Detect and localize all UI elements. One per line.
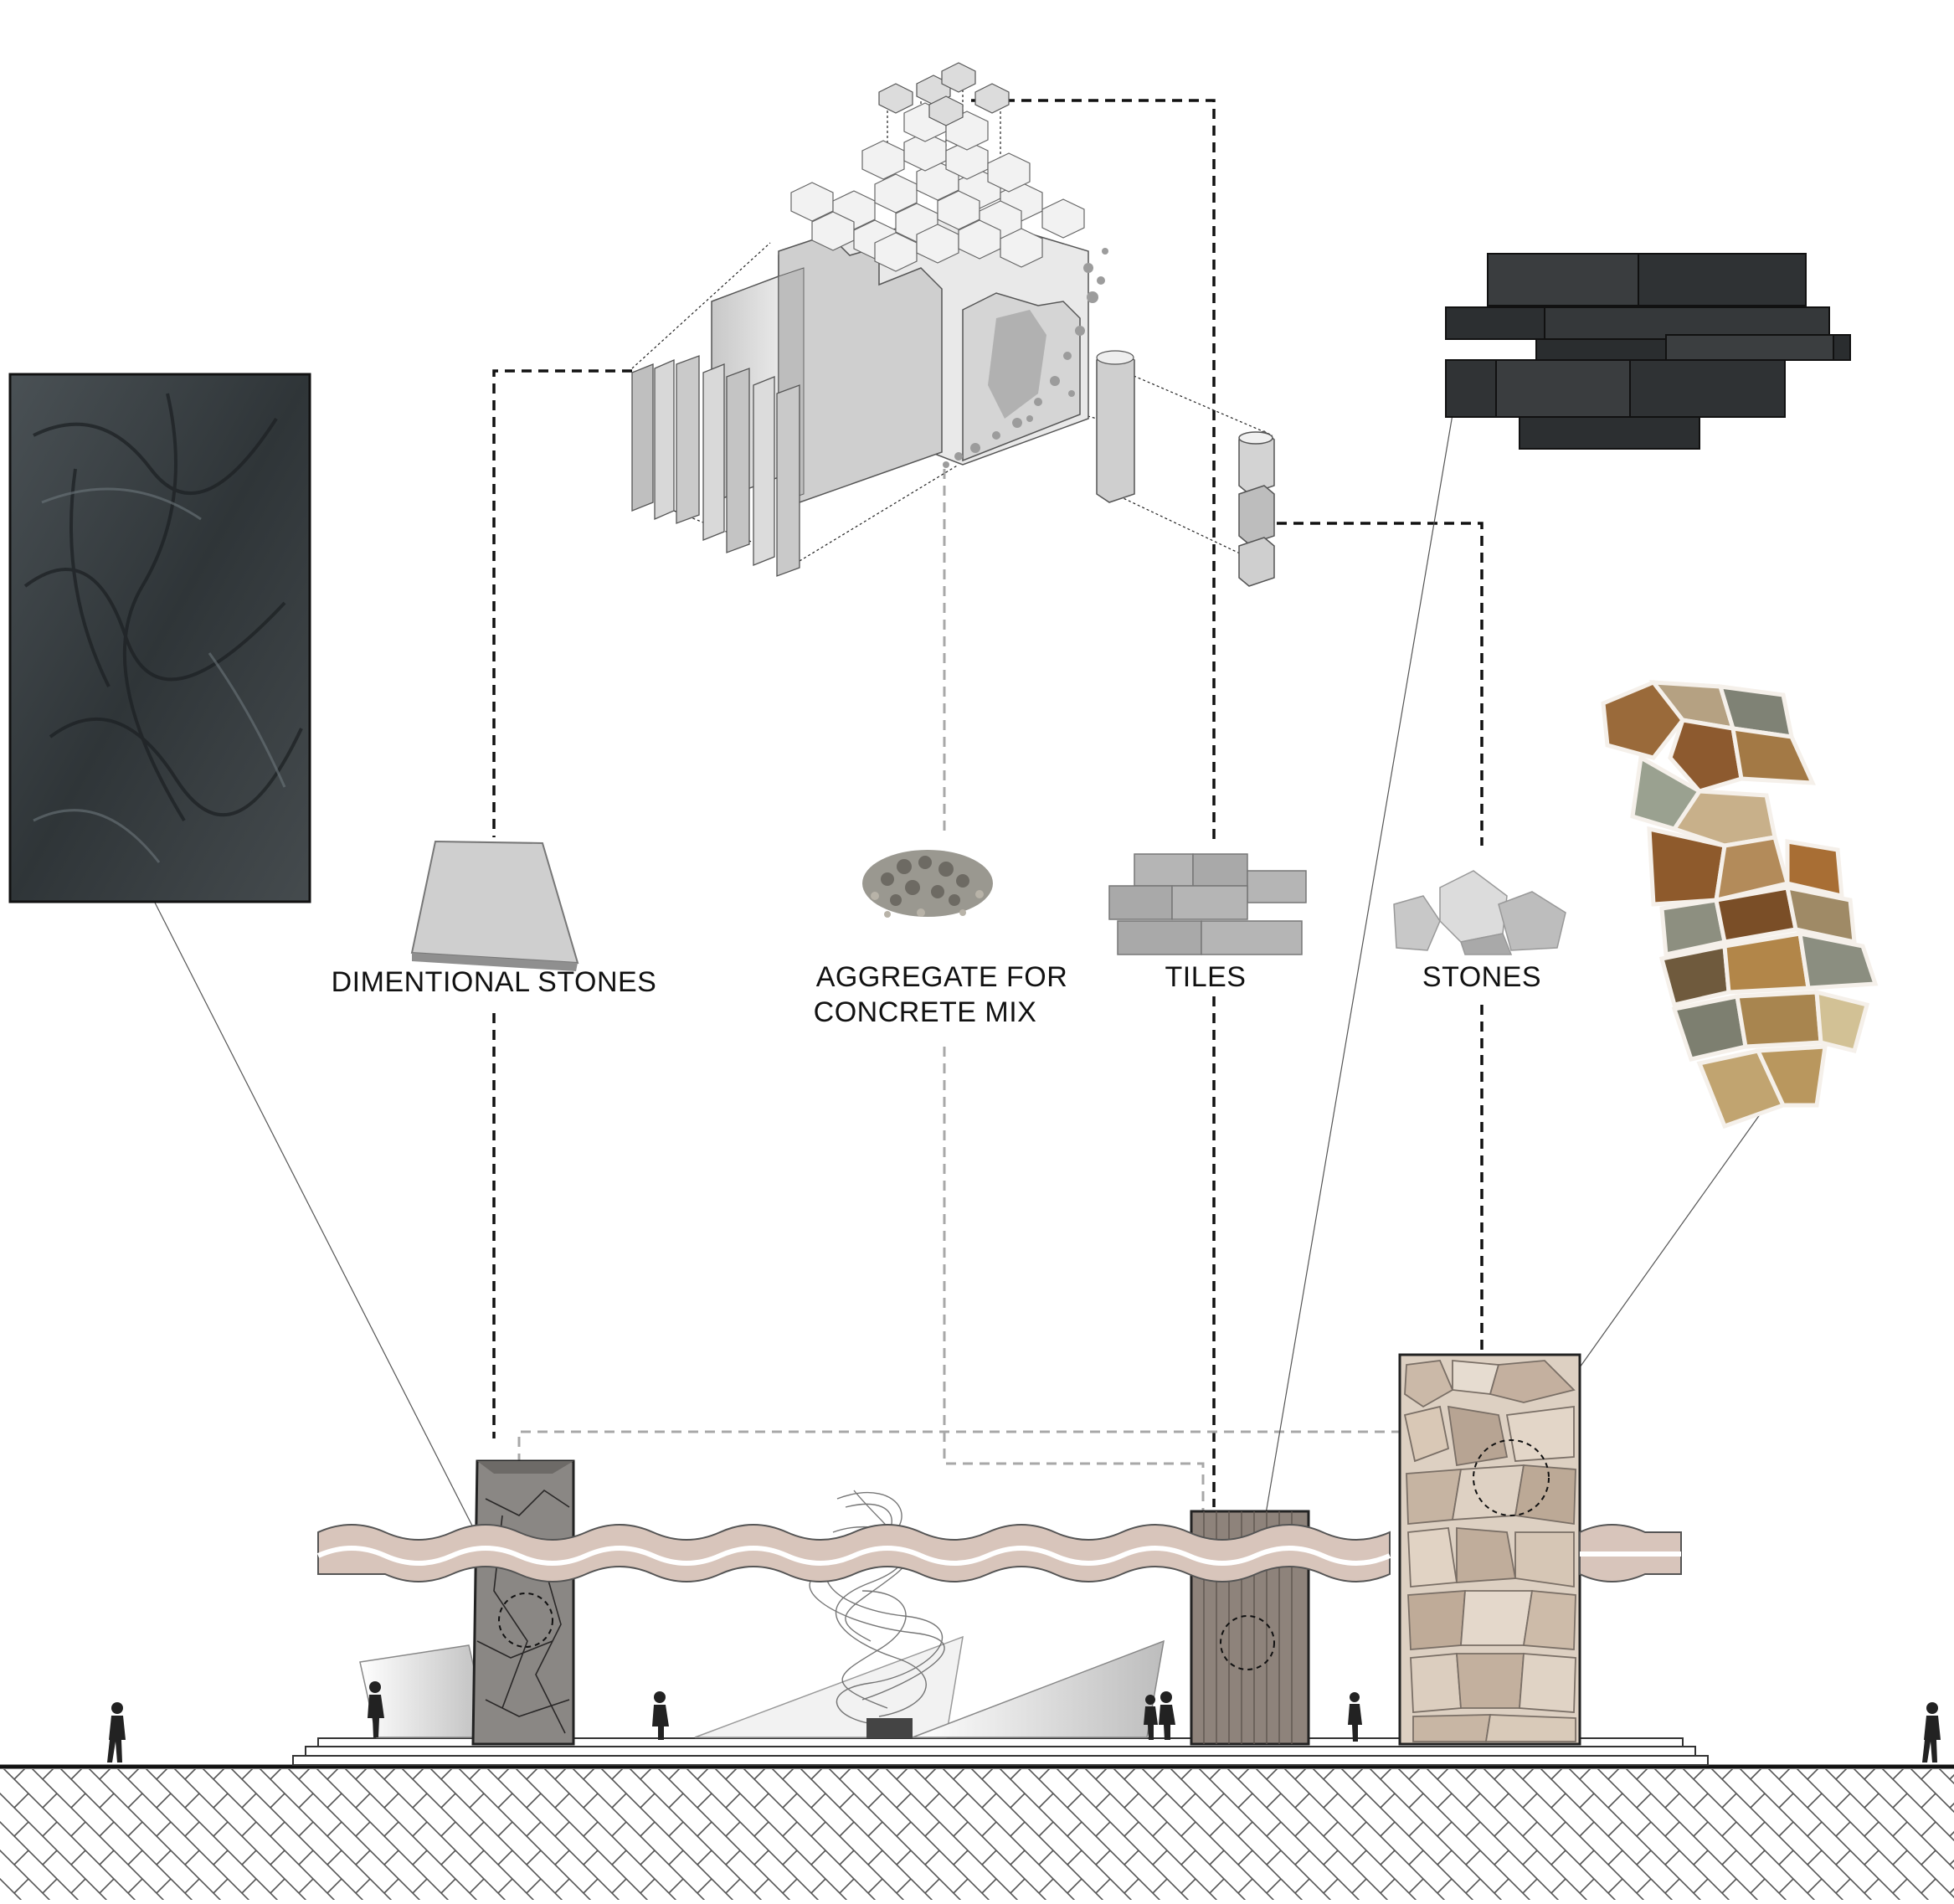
label-aggregate-line1: AGGREGATE FOR xyxy=(804,960,1080,995)
stones-connector xyxy=(1277,523,1482,1352)
pillar-flagstone xyxy=(1400,1355,1580,1744)
person-3 xyxy=(652,1691,669,1740)
person-7 xyxy=(1922,1702,1941,1762)
rough-stone-texture xyxy=(10,374,310,902)
person-5 xyxy=(1159,1691,1175,1740)
person-1 xyxy=(107,1702,126,1762)
boulders-icon xyxy=(1394,871,1566,955)
sculpture-base xyxy=(866,1718,913,1738)
hexagon-columns xyxy=(791,103,1084,271)
dark-stone-tiles xyxy=(1446,254,1850,449)
label-stones: STONES xyxy=(1406,960,1557,995)
ground-hatch xyxy=(0,1769,1954,1900)
label-dimensional-stones: DIMENTIONAL STONES xyxy=(318,965,670,1000)
pillar-left-cracked-stone xyxy=(473,1461,573,1744)
dimensional-stone-slab-icon xyxy=(412,841,578,971)
stone-block-model xyxy=(632,63,1274,586)
tiles-icon xyxy=(1109,854,1306,955)
label-aggregate-line2: CONCRETE MIX xyxy=(804,995,1046,1030)
aggregate-pile-icon xyxy=(862,850,993,918)
label-tiles: TILES xyxy=(1139,960,1273,995)
person-6 xyxy=(1348,1692,1362,1742)
segmented-column xyxy=(1239,431,1274,586)
flagstone-mosaic xyxy=(1603,682,1875,1126)
